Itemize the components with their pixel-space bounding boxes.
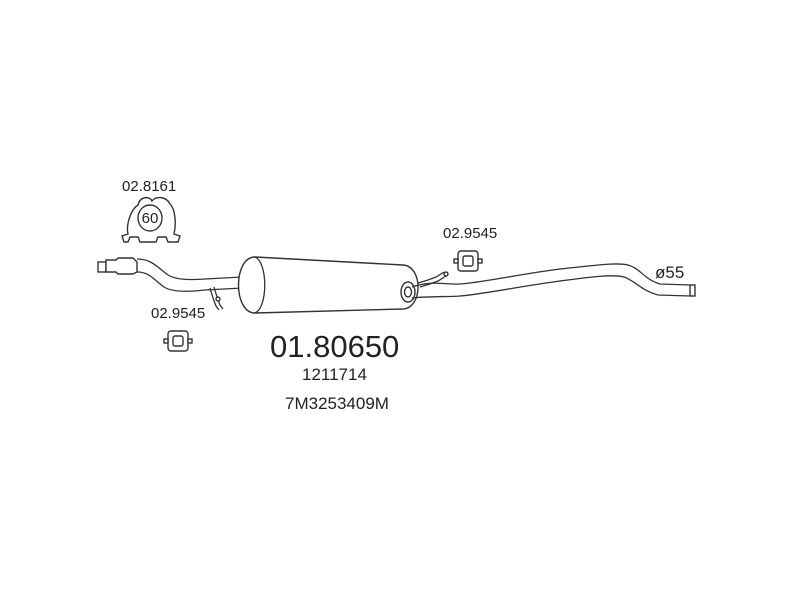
tail-pipe	[411, 263, 696, 299]
rubber-hanger-right-icon	[453, 250, 483, 272]
oem-number-2: 7M3253409M	[285, 394, 389, 413]
hanger-bracket-left	[209, 286, 224, 311]
diameter-label: ø55	[655, 263, 684, 282]
inlet-stub	[97, 261, 107, 273]
inlet-flange	[105, 257, 138, 275]
rubber-hanger-left-icon	[163, 330, 193, 352]
hanger-ref-right-label: 02.9545	[443, 225, 497, 242]
muffler	[237, 256, 419, 314]
inlet-pipe	[97, 257, 244, 292]
main-part-number: 01.80650	[270, 329, 399, 364]
hanger-ref-left-label: 02.9545	[151, 305, 205, 322]
hanger-bracket-right	[417, 271, 449, 288]
clamp-ref-label: 02.8161	[122, 178, 176, 195]
clamp-icon	[121, 196, 181, 243]
tail-stub	[689, 284, 696, 297]
muffler-body	[237, 256, 419, 314]
oem-number-1: 1211714	[302, 365, 367, 384]
clamp-size-label: 60	[142, 210, 159, 227]
